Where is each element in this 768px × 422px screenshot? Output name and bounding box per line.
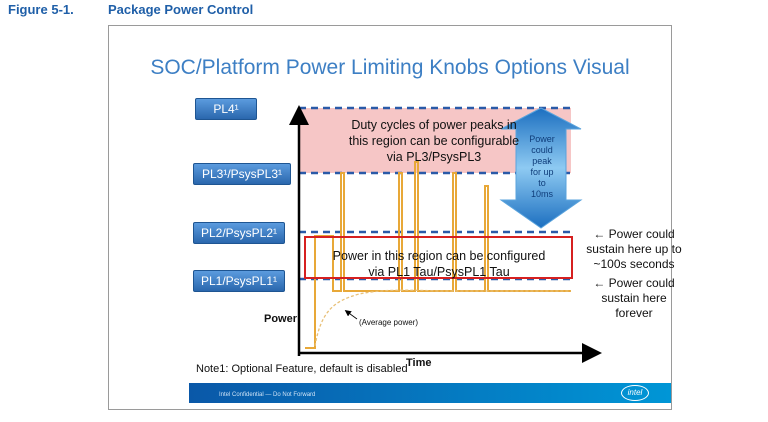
pl2-note-line-2: sustain here up to (586, 242, 682, 256)
x-axis-label: Time (406, 357, 432, 369)
pl1-note-line-2: sustain here (601, 291, 667, 305)
region-text: Power in this region can be configured v… (314, 248, 564, 280)
pl1-label: PL1/PsysPL1¹ (193, 270, 285, 292)
duty-cycle-text: Duty cycles of power peaks in this regio… (319, 117, 549, 165)
peak-line-2: could (531, 145, 553, 155)
pl2-label: PL2/PsysPL2¹ (193, 222, 285, 244)
power-diagram (289, 105, 602, 363)
footnote: Note1: Optional Feature, default is disa… (196, 363, 408, 375)
pl4-label: PL4¹ (195, 98, 257, 120)
peak-line-3: peak (532, 156, 552, 166)
figure-number: Figure 5-1. (8, 2, 74, 17)
figure-title: Package Power Control (108, 2, 254, 17)
peak-line-4: for up (530, 167, 554, 177)
pl1-sustain-note: ← Power could sustain here forever (579, 276, 689, 321)
peak-line-5: to (538, 178, 546, 188)
power-trace (305, 161, 571, 349)
pl1-note-line-1: ← Power could (593, 276, 675, 290)
peak-arrow-icon (499, 107, 583, 229)
pl2-note-line-3: ~100s seconds (593, 257, 675, 271)
peak-line-1: Power (529, 134, 555, 144)
pl1-note-line-3: forever (615, 306, 653, 320)
average-power-curve (314, 289, 571, 347)
figure-caption: Figure 5-1. Package Power Control (8, 2, 253, 17)
pl3-label: PL3¹/PsysPL3¹ (193, 163, 291, 185)
y-axis-label: Power (264, 313, 298, 325)
intel-logo: intel (621, 385, 649, 401)
slide-title: SOC/Platform Power Limiting Knobs Option… (150, 56, 630, 79)
pl2-note-line-1: ← Power could (593, 227, 675, 241)
region-line-1: Power in this region can be configured (332, 249, 546, 263)
slide-footer: Intel Confidential — Do Not Forward inte… (189, 383, 671, 403)
average-power-label: (Average power) (359, 318, 418, 327)
confidential-text: Intel Confidential — Do Not Forward (219, 392, 316, 398)
duty-line-3: via PL3/PsysPL3 (386, 150, 482, 164)
peak-text: Power could peak for up to 10ms (524, 134, 560, 200)
pl2-sustain-note: ← Power could sustain here up to ~100s s… (579, 227, 689, 272)
duty-line-1: Duty cycles of power peaks in (351, 118, 517, 132)
duty-line-2: this region can be configurable (348, 134, 520, 148)
pl1-tau-region-box (304, 236, 573, 279)
peak-line-6: 10ms (530, 189, 553, 199)
slide: SOC/Platform Power Limiting Knobs Option… (108, 25, 682, 410)
avg-pointer (344, 310, 358, 320)
region-line-2: via PL1 Tau/PsysPL1 Tau (368, 265, 510, 279)
